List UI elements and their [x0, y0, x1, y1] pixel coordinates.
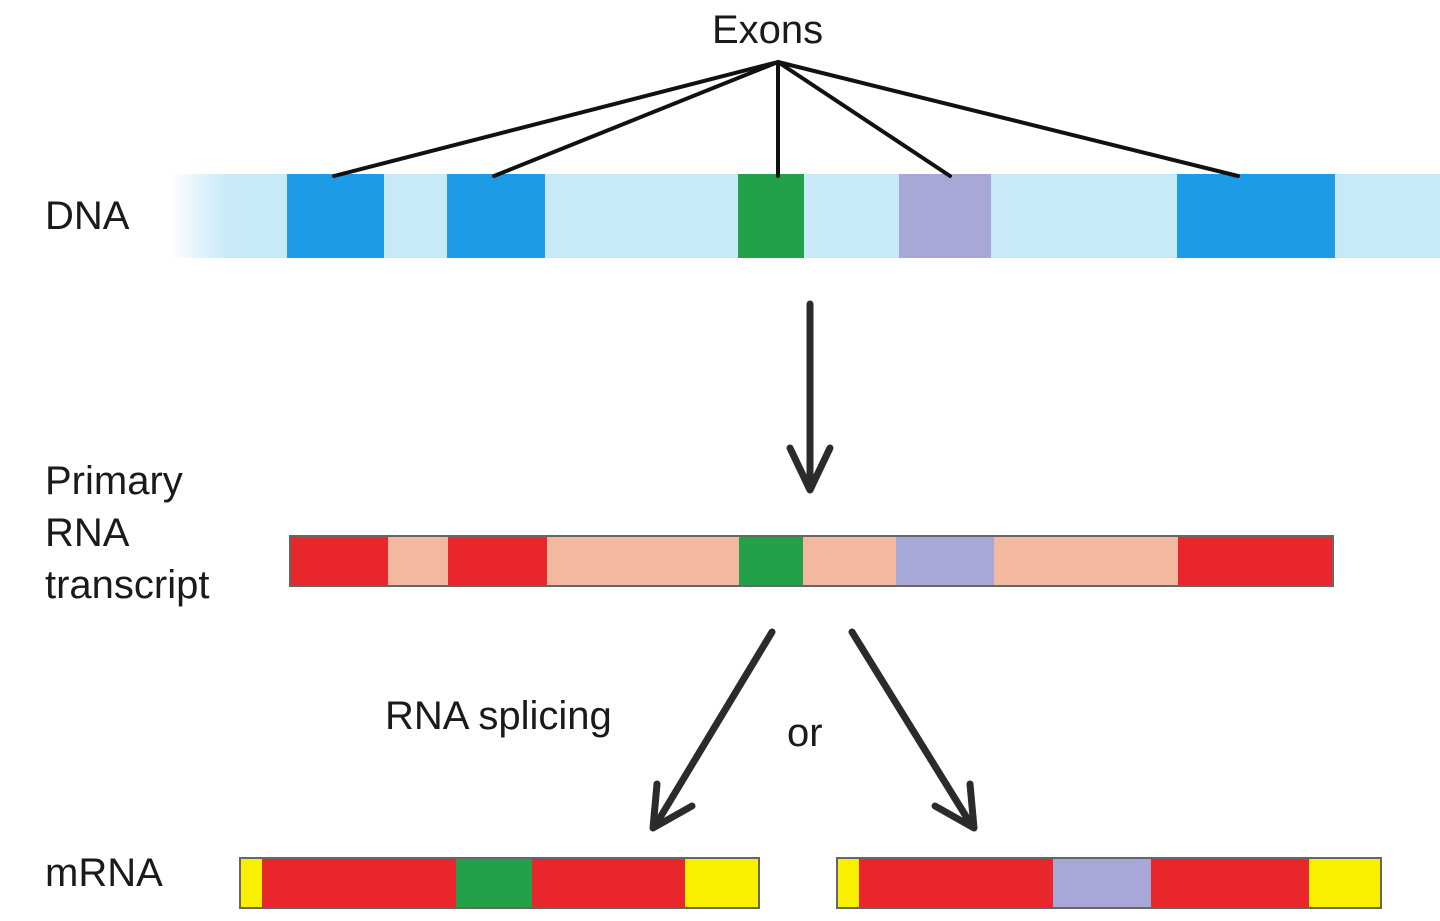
mrna-left — [239, 857, 760, 909]
dna-exon-2 — [447, 174, 545, 258]
rna-segment-intron-1 — [388, 536, 448, 586]
dna-exon-3-green — [738, 174, 804, 258]
dna-label: DNA — [45, 194, 130, 238]
mrna-right-outline — [836, 857, 1382, 909]
rna-segment-exon-5 — [1178, 536, 1333, 586]
primary-label-line-1: Primary — [45, 459, 183, 503]
exons-label: Exons — [712, 8, 824, 52]
primary-rna-transcript-label: Primary RNA transcript — [45, 455, 210, 611]
mrna-right-utr-3 — [1309, 858, 1381, 908]
pointer-line-2 — [492, 60, 780, 178]
dna-left-fade — [168, 168, 228, 264]
pointer-line-1 — [332, 60, 780, 178]
transcription-arrow — [786, 300, 834, 494]
mrna-left-exon-red-1 — [262, 858, 456, 908]
rna-segment-intron-2 — [547, 536, 739, 586]
mrna-left-utr-3 — [685, 858, 759, 908]
splicing-arrow-right — [848, 628, 978, 832]
mrna-right-utr-5 — [837, 858, 859, 908]
dna-exon-1 — [287, 174, 384, 258]
exon-pointer-lines — [332, 60, 1240, 178]
mrna-right — [836, 857, 1382, 909]
mrna-left-utr-5 — [240, 858, 262, 908]
primary-label-line-3: transcript — [45, 563, 210, 607]
splicing-arrow-left — [649, 628, 776, 832]
rna-segment-exon-2 — [448, 536, 547, 586]
rna-segment-exon-3-green — [739, 536, 803, 586]
or-label: or — [787, 711, 823, 755]
dna-strand — [168, 168, 1440, 264]
rna-segment-intron-3 — [803, 536, 896, 586]
mrna-left-exon-red-2 — [532, 858, 685, 908]
rna-splicing-label: RNA splicing — [385, 694, 612, 738]
mrna-right-exon-lavender — [1053, 858, 1151, 908]
pointer-line-5 — [776, 60, 1240, 178]
mrna-label: mRNA — [45, 851, 163, 895]
primary-rna-transcript — [289, 535, 1334, 587]
mrna-left-outline — [239, 857, 760, 909]
rna-segment-exon-4-lavender — [896, 536, 994, 586]
dna-exon-4-lavender — [899, 174, 991, 258]
dna-exon-5 — [1177, 174, 1335, 258]
mrna-left-exon-green — [456, 858, 532, 908]
rna-outline — [289, 535, 1334, 587]
mrna-right-exon-red-2 — [1151, 858, 1309, 908]
pointer-line-4 — [776, 60, 952, 178]
primary-label-line-2: RNA — [45, 511, 130, 555]
rna-segment-exon-1 — [290, 536, 388, 586]
mrna-right-exon-red-1 — [859, 858, 1053, 908]
rna-segment-intron-4 — [994, 536, 1178, 586]
